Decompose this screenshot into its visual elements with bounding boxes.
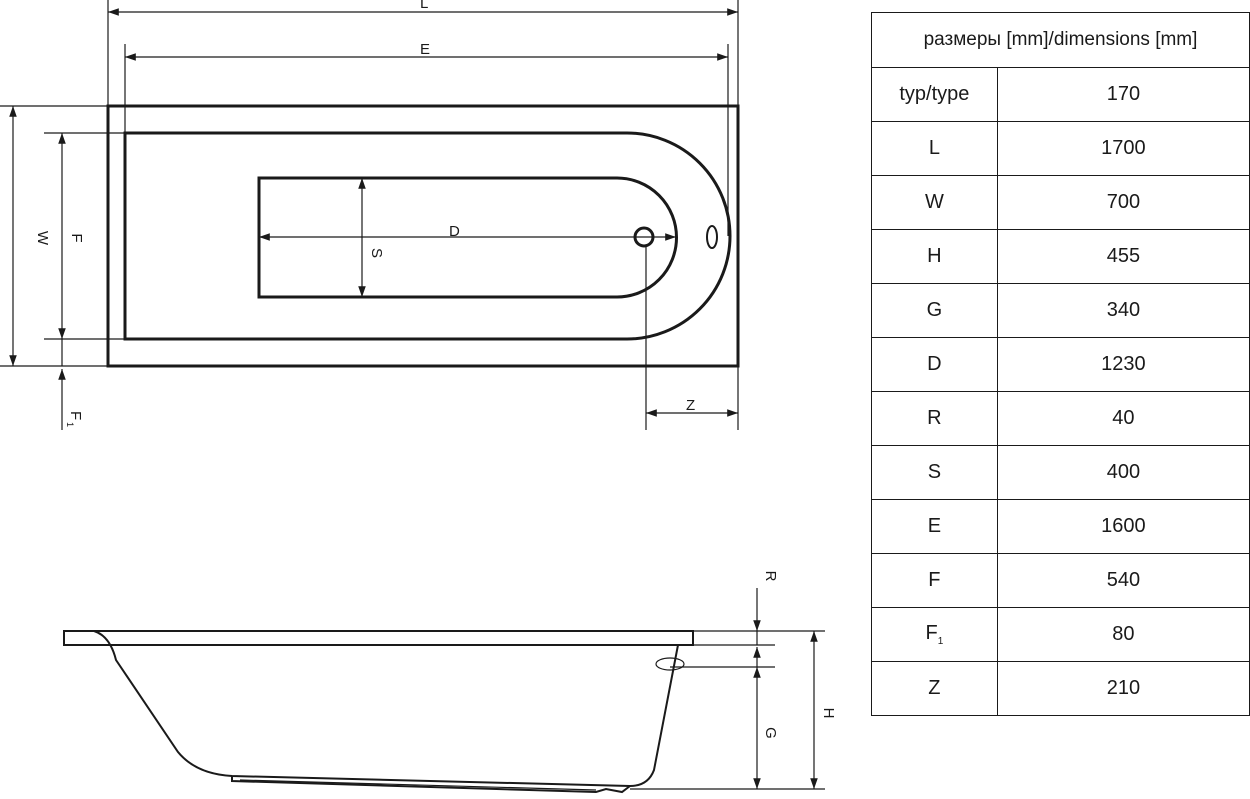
outer-rim bbox=[106, 104, 740, 368]
label-R: R bbox=[762, 571, 779, 582]
row-key: S bbox=[871, 445, 998, 500]
label-G: G bbox=[762, 727, 779, 739]
overflow-ellipse bbox=[706, 225, 718, 249]
label-D: D bbox=[449, 223, 460, 240]
row-value: 1230 bbox=[996, 337, 1250, 392]
row-key: D bbox=[871, 337, 998, 392]
row-key: Z bbox=[871, 661, 998, 716]
side-overflow bbox=[655, 657, 685, 671]
row-key: typ/type bbox=[871, 67, 998, 122]
row-value: 1700 bbox=[996, 121, 1250, 176]
label-E: E bbox=[420, 41, 430, 58]
row-value: 400 bbox=[996, 445, 1250, 500]
side-base bbox=[231, 776, 631, 794]
row-key: G bbox=[871, 283, 998, 338]
svg-text:F: F bbox=[67, 411, 84, 420]
row-value: 540 bbox=[996, 553, 1250, 608]
label-F1: F 1 bbox=[65, 411, 84, 427]
top-view: L E W F F 1 S D Z bbox=[0, 0, 740, 430]
row-value: 455 bbox=[996, 229, 1250, 284]
row-key-sub: 1 bbox=[937, 636, 944, 647]
row-key: R bbox=[871, 391, 998, 446]
row-key: H bbox=[871, 229, 998, 284]
technical-drawing: L E W F F 1 S D Z bbox=[0, 0, 837, 794]
row-key: W bbox=[871, 175, 998, 230]
row-value: 40 bbox=[996, 391, 1250, 446]
label-F: F bbox=[68, 233, 85, 242]
row-value: 1600 bbox=[996, 499, 1250, 554]
row-value: 700 bbox=[996, 175, 1250, 230]
side-view: R G H bbox=[63, 571, 837, 794]
label-W: W bbox=[34, 231, 51, 246]
side-rim bbox=[63, 630, 694, 646]
row-key-base: F bbox=[925, 622, 938, 644]
row-key: L bbox=[871, 121, 998, 176]
row-value: 80 bbox=[996, 607, 1250, 662]
label-H: H bbox=[820, 708, 837, 719]
row-key: E bbox=[871, 499, 998, 554]
row-key: F bbox=[871, 553, 998, 608]
side-body bbox=[93, 630, 679, 788]
row-value: 210 bbox=[996, 661, 1250, 716]
label-S: S bbox=[368, 248, 385, 258]
table-header-row: размеры [mm]/dimensions [mm] bbox=[871, 12, 1250, 68]
row-value: 340 bbox=[996, 283, 1250, 338]
bottom-shape bbox=[257, 176, 678, 299]
row-key: F1 bbox=[871, 607, 998, 662]
label-L: L bbox=[420, 0, 428, 12]
inner-basin bbox=[123, 131, 732, 341]
row-value: 170 bbox=[996, 67, 1250, 122]
table-header: размеры [mm]/dimensions [mm] bbox=[871, 12, 1250, 68]
svg-text:1: 1 bbox=[65, 422, 75, 427]
label-Z: Z bbox=[686, 397, 695, 414]
